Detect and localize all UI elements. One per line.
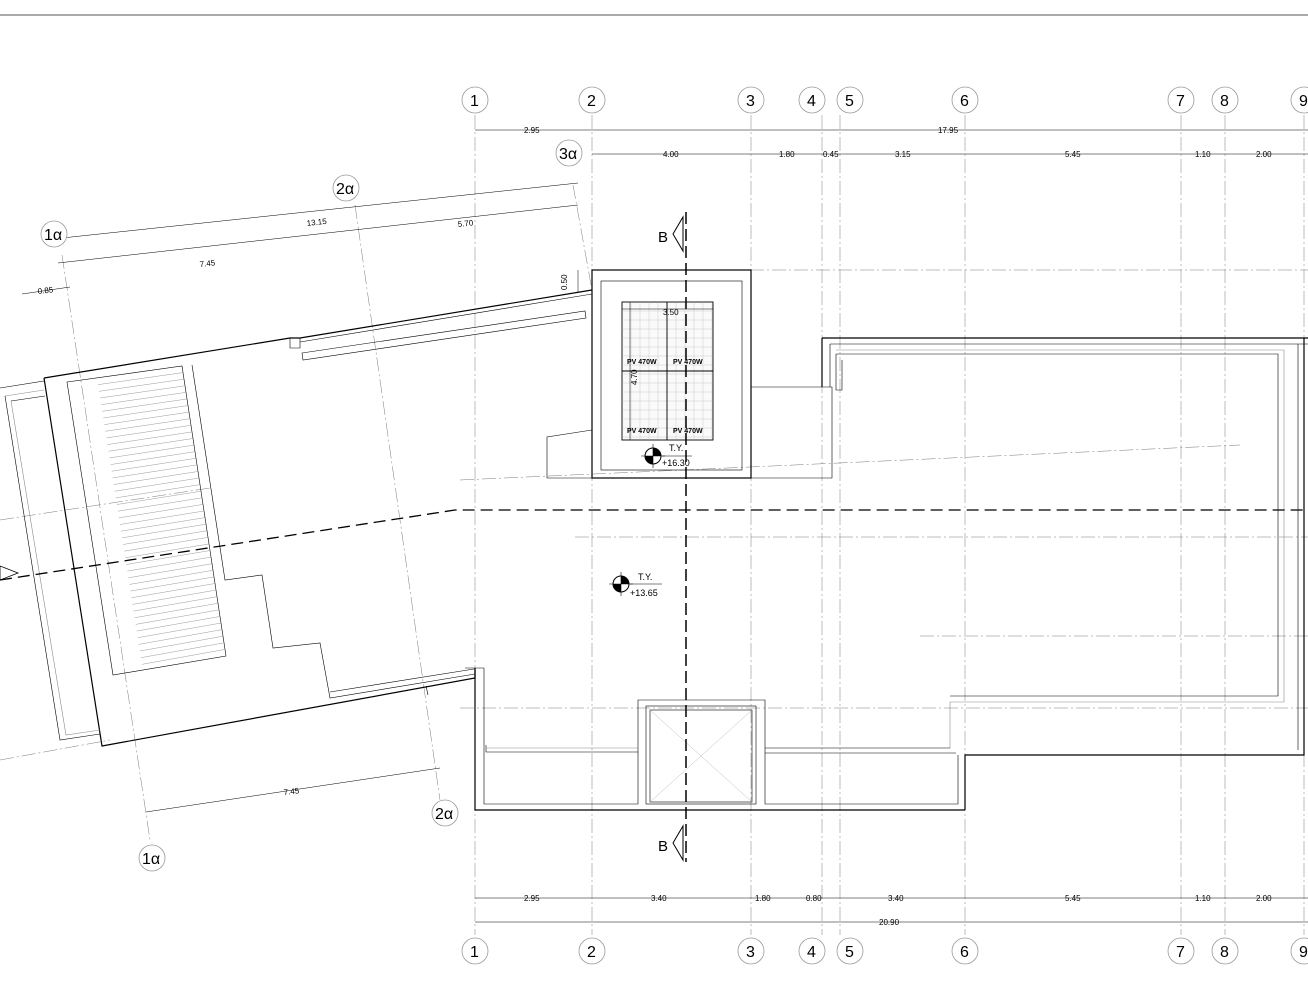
pv-panel-label-4: PV 470W	[673, 428, 703, 435]
axis-top-7: 7	[1176, 93, 1185, 110]
axis-top-3: 3	[746, 93, 755, 110]
grid-bubbles-skewed: 1α 2α 3α 1α 2α	[40, 139, 583, 872]
pv-panel-label-3: PV 470W	[627, 428, 657, 435]
axis-top-5: 5	[845, 93, 854, 110]
pv-height-dim: 4.70	[630, 369, 639, 385]
shaft-box	[645, 705, 757, 805]
axis-bottom-9: 9	[1299, 944, 1308, 961]
dim-bottom-total: 20.90	[879, 918, 900, 927]
axis-bottom-4: 4	[807, 944, 816, 961]
level-upper-label: T.Y.	[669, 443, 683, 453]
dim-top2-0: 4.00	[663, 150, 679, 159]
pv-panel-array: PV 470W PV 470W PV 470W PV 470W 3.50 4.7…	[621, 301, 714, 441]
level-upper-value: +16.30	[662, 458, 690, 468]
dim-top2-3: 3.15	[895, 150, 911, 159]
axis-3a: 3α	[559, 146, 577, 163]
grid-bubbles-bottom: 1 2 3 4 5 6 7 8 9	[461, 937, 1308, 965]
section-mark-bottom: B	[658, 838, 668, 855]
level-lower-value: +13.65	[630, 588, 658, 598]
dim-bottom1-4: 3.40	[888, 894, 904, 903]
axis-top-4: 4	[807, 93, 816, 110]
axis-bottom-7: 7	[1176, 944, 1185, 961]
dim-offset: 0.50	[560, 274, 569, 290]
skewed-wing	[0, 289, 593, 747]
main-roof-outline	[465, 337, 1308, 811]
axis-1a-top: 1α	[44, 227, 62, 244]
level-marker-upper: T.Y. +16.30	[641, 443, 692, 468]
axis-bottom-1: 1	[470, 944, 479, 961]
dim-top2-1: 1.80	[779, 150, 795, 159]
dim-bottom1-7: 2.00	[1256, 894, 1272, 903]
dimension-lines	[21, 129, 1308, 923]
axis-1a-bottom: 1α	[142, 851, 160, 868]
dimension-texts: 2.95 17.95 4.00 1.80 0.45 3.15 5.45 1.10…	[37, 126, 1272, 927]
pv-width-dim: 3.50	[663, 308, 679, 317]
dim-top2-6: 2.00	[1256, 150, 1272, 159]
dim-skew-part-1: 5.70	[457, 218, 474, 229]
dim-bottom1-2: 1.80	[755, 894, 771, 903]
axis-2a-bottom: 2α	[435, 806, 453, 823]
dim-bottom1-3: 0.80	[806, 894, 822, 903]
dim-bottom1-1: 3.40	[651, 894, 667, 903]
dim-top1-1: 17.95	[938, 126, 959, 135]
dim-skew-small: 0.85	[37, 285, 54, 296]
grid-axis-lines	[0, 115, 1308, 935]
axis-bottom-2: 2	[587, 944, 596, 961]
pv-tower	[546, 269, 833, 479]
axis-top-8: 8	[1220, 93, 1229, 110]
axis-bottom-8: 8	[1220, 944, 1229, 961]
axis-bottom-6: 6	[960, 944, 969, 961]
section-mark-top: B	[658, 229, 668, 246]
pv-panel-label-2: PV 470W	[673, 359, 703, 366]
section-cut-b: B B	[658, 212, 687, 862]
dim-skew-part-0: 7.45	[199, 258, 216, 269]
dim-skew-total: 13.15	[306, 217, 327, 228]
dim-top1-0: 2.95	[524, 126, 540, 135]
axis-2a-top: 2α	[336, 181, 354, 198]
axis-top-9: 9	[1299, 93, 1308, 110]
dim-bottom1-0: 2.95	[524, 894, 540, 903]
ridge-line	[0, 509, 1308, 581]
level-lower-label: T.Y.	[638, 572, 652, 582]
dim-bottom1-6: 1.10	[1195, 894, 1211, 903]
axis-top-1: 1	[470, 93, 479, 110]
axis-bottom-5: 5	[845, 944, 854, 961]
dim-top2-2: 0.45	[823, 150, 839, 159]
pv-panel-label-1: PV 470W	[627, 359, 657, 366]
axis-top-2: 2	[587, 93, 596, 110]
dim-skew-bottom: 7.45	[283, 786, 300, 797]
axis-bottom-3: 3	[746, 944, 755, 961]
axis-top-6: 6	[960, 93, 969, 110]
grid-bubbles-top: 1 2 3 4 5 6 7 8 9	[461, 86, 1308, 114]
dim-top2-4: 5.45	[1065, 150, 1081, 159]
dim-top2-5: 1.10	[1195, 150, 1211, 159]
dim-bottom1-5: 5.45	[1065, 894, 1081, 903]
level-marker-lower: T.Y. +13.65	[609, 572, 662, 598]
